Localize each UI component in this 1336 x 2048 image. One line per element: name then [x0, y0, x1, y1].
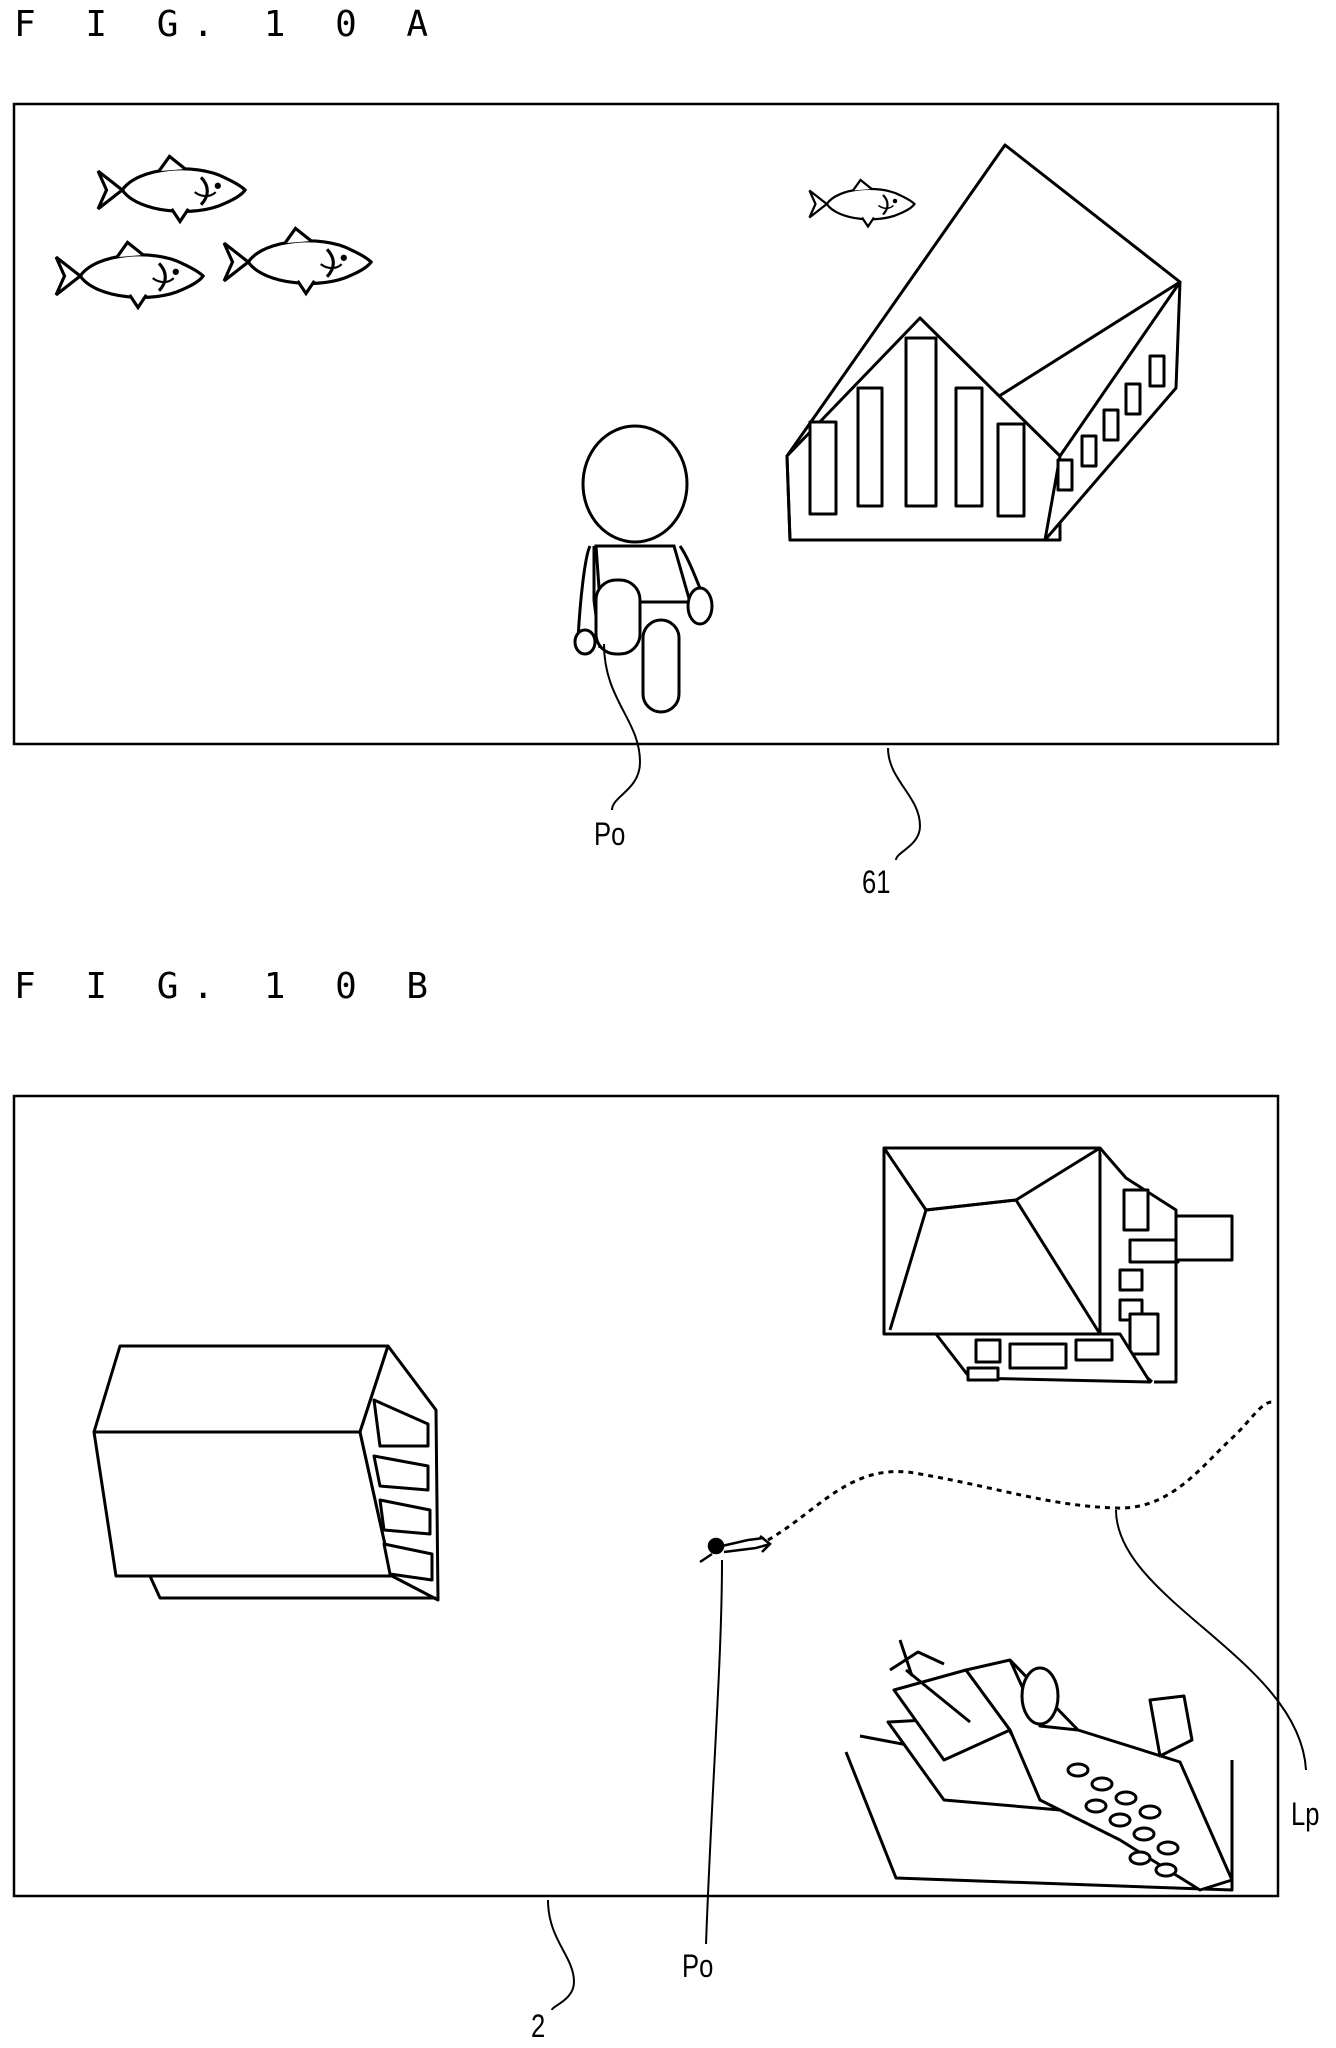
character-leader-line — [705, 1559, 723, 1945]
fish-icon — [54, 154, 373, 310]
path-leader-line — [1115, 1509, 1307, 1771]
figure-10a-panel — [12, 102, 1280, 746]
building-icon — [92, 1344, 440, 1602]
figure-10b-panel — [12, 1094, 1280, 1898]
panel-label: 2 — [531, 2008, 546, 2044]
character-label: Po — [594, 816, 626, 852]
character-icon — [573, 424, 714, 714]
path-line — [767, 1400, 1275, 1542]
panel-label: 61 — [862, 864, 891, 900]
panel-leader-line — [547, 1899, 576, 2011]
character-label: Po — [682, 1948, 714, 1984]
path-label: Lp — [1291, 1796, 1320, 1832]
figure-10b-title: F I G. 1 0 B — [14, 966, 443, 1007]
house-icon — [882, 1146, 1234, 1384]
character-icon — [699, 1535, 772, 1564]
character-leader-line — [603, 643, 642, 811]
building-icon — [844, 1639, 1234, 1892]
house-icon — [785, 143, 1182, 542]
panel-leader-line — [887, 747, 922, 861]
figure-10a-title: F I G. 1 0 A — [14, 4, 443, 45]
